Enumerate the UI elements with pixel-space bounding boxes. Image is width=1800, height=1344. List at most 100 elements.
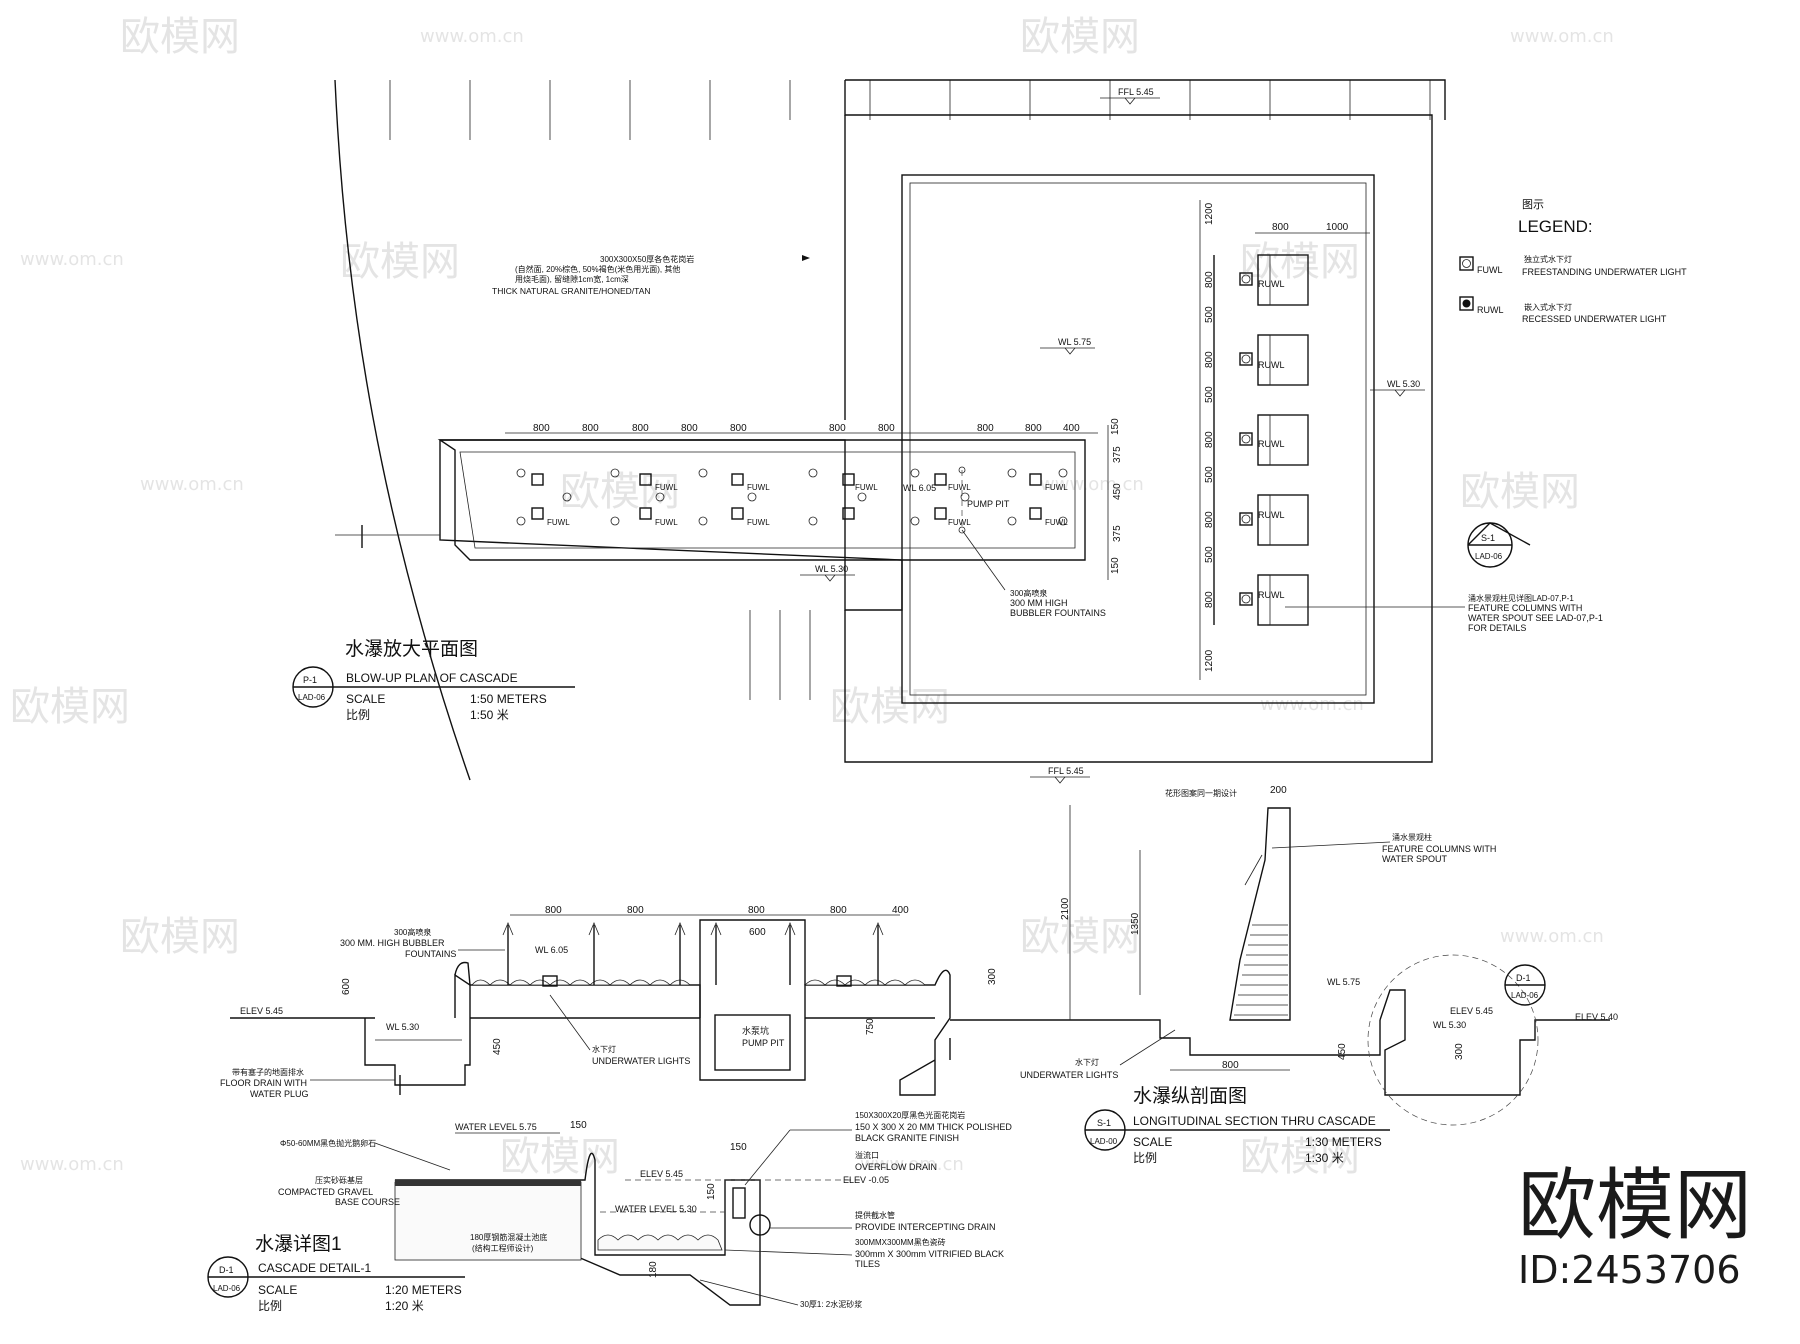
dim-label: 1200 [1204, 649, 1215, 672]
dim-label: 800 [545, 905, 562, 916]
dim-label: 800 [730, 423, 747, 434]
wl-530-right: WL 5.30 [1433, 1020, 1466, 1030]
wl-530-left: WL 5.30 [815, 564, 848, 574]
watermark-url: www.om.cn [1500, 926, 1604, 947]
watermark-brand: 欧模网 [500, 1134, 620, 1180]
plan-dim-vertical: 1200 800 500 800 500 800 500 800 500 800… [1199, 200, 1215, 680]
scale-cn-label: 比例 [258, 1299, 282, 1313]
section-annotations: 300高喷泉 300 MM. HIGH BUBBLER FOUNTAINS WL… [220, 788, 1618, 1099]
wl-530: WL 5.30 [386, 1022, 419, 1032]
dim-label: 150 [570, 1120, 587, 1131]
watermark-url: www.om.cn [860, 1154, 964, 1175]
watermark-brand: 欧模网 [340, 239, 460, 285]
dim-label: 800 [1204, 591, 1215, 608]
ruwl-label: RUWL [1258, 510, 1285, 520]
dim-label: 500 [1204, 546, 1215, 563]
dim-label: 800 [829, 423, 846, 434]
note-text: COMPACTED GRAVEL [278, 1187, 373, 1197]
dim-label: 300 [1454, 1043, 1465, 1060]
elev-545-right: ELEV 5.45 [1450, 1006, 1493, 1016]
plan-drawing: RUWL RUWL RUWL RUWL RUWL FUWL FUWL [292, 79, 1603, 784]
pump-pit-en: PUMP PIT [742, 1038, 785, 1048]
section-dims: 800 800 800 800 400 600 200 2100 1350 60… [341, 785, 1465, 1071]
dim-label: 600 [341, 978, 352, 995]
dim-label: 800 [830, 905, 847, 916]
dim-label: 800 [1204, 431, 1215, 448]
detail-gravel [394, 1181, 582, 1261]
detail-tag-top: D-1 [219, 1265, 234, 1275]
section-left-basin [364, 973, 471, 1086]
scale-cn-value: 1:50 米 [470, 708, 509, 722]
note-text: 300 MM HIGH [1010, 598, 1068, 608]
dim-label: 800 [1272, 222, 1289, 233]
note-text: 30厚1: 2水泥砂浆 [800, 1299, 862, 1309]
dim-label: 500 [1204, 466, 1215, 483]
plan-pump-pit-label: PUMP PIT [967, 499, 1010, 509]
dim-label: 800 [977, 423, 994, 434]
section-right-basin [1379, 989, 1610, 1096]
plan-top-edge [845, 79, 1446, 120]
plan-title-en: BLOW-UP PLAN OF CASCADE [346, 671, 518, 685]
legend-item-fuwl: FUWL 独立式水下灯 FREESTANDING UNDERWATER LIGH… [1459, 254, 1687, 277]
dim-label: 800 [627, 905, 644, 916]
note-text: (自然面, 20%棕色, 50%褐色(米色用光面), 其他 [515, 264, 680, 274]
legend: 图示 LEGEND: FUWL 独立式水下灯 FREESTANDING UNDE… [1459, 198, 1687, 324]
watermark-layer: 欧模网 www.om.cn 欧模网 www.om.cn 欧模网 欧模网 www.… [10, 14, 1614, 1180]
note-text: FOR DETAILS [1468, 623, 1526, 633]
section-marker: S-1 LAD-06 [1467, 522, 1531, 568]
watermark-brand: 欧模网 [120, 914, 240, 960]
ruwl-label: RUWL [1258, 590, 1285, 600]
scale-label: SCALE [346, 692, 385, 706]
note-text: WATER SPOUT SEE LAD-07,P-1 [1468, 613, 1603, 623]
note-text: 300mm X 300mm VITRIFIED BLACK [855, 1249, 1004, 1259]
dim-label: 750 [865, 1018, 876, 1035]
watermark-brand: 欧模网 [560, 469, 680, 515]
dim-label: 800 [748, 905, 765, 916]
fuwl-label: FUWL [547, 518, 570, 527]
section-main-basin [950, 1019, 1381, 1056]
fuwl-label: FUWL [855, 483, 878, 492]
dim-label: 800 [1204, 511, 1215, 528]
note-text: FOUNTAINS [405, 949, 456, 959]
note-text: 300X300X50厚各色花岗岩 [600, 254, 694, 264]
plan-dim-right: 150 375 450 375 150 [1107, 418, 1123, 580]
section-title-block: 水瀑纵剖面图 S-1 LAD-00 LONGITUDINAL SECTION T… [1084, 1085, 1390, 1165]
note-text: BUBBLER FOUNTAINS [1010, 608, 1106, 618]
plan-granite-note: 300X300X50厚各色花岗岩 (自然面, 20%棕色, 50%褐色(米色用光… [492, 254, 810, 296]
dim-label: 150 [730, 1142, 747, 1153]
dim-label: 800 [1222, 1060, 1239, 1071]
brand-logo-text: 欧模网 [1518, 1161, 1752, 1251]
note-text: WATER SPOUT [1382, 854, 1448, 864]
fuwl-label: FUWL [747, 518, 770, 527]
section-tag-top: S-1 [1481, 533, 1495, 543]
note-text: 带有塞子的地面排水 [232, 1067, 304, 1077]
scale-value: 1:30 METERS [1305, 1135, 1382, 1149]
dim-label: 150 [706, 1183, 717, 1200]
dim-label: 1200 [1204, 202, 1215, 225]
wl-530-right: WL 5.30 [1387, 379, 1420, 389]
scale-cn-label: 比例 [346, 708, 370, 722]
elev-540: ELEV 5.40 [1575, 1012, 1618, 1022]
plan-title-cn: 水瀑放大平面图 [345, 638, 478, 660]
note-text: OVERFLOW DRAIN [855, 1162, 937, 1172]
fuwl-label: FUWL [655, 483, 678, 492]
plan-tag-top: P-1 [303, 675, 317, 685]
brand-stamp: 欧模网 ID:2453706 [1518, 1161, 1752, 1292]
legend-code: FUWL [1477, 265, 1503, 275]
water-level-575: WATER LEVEL 5.75 [455, 1122, 537, 1132]
note-text: 水下灯 [1075, 1057, 1099, 1067]
detail-drawing: WATER LEVEL 5.75 WATER LEVEL 5.30 ELEV 5… [207, 1110, 1012, 1313]
plan-ruwl-markers: RUWL RUWL RUWL RUWL RUWL [1239, 272, 1285, 606]
fuwl-label: FUWL [948, 518, 971, 527]
note-text: 涌水景观柱见详图LAD-07,P-1 [1468, 593, 1574, 603]
plan-channel [437, 439, 1086, 561]
section-drawing: D-1 LAD-06 800 800 800 800 400 600 200 2… [220, 785, 1618, 1165]
legend-cn: 独立式水下灯 [1524, 254, 1572, 264]
dim-label: 600 [749, 927, 766, 938]
watermark-url: www.om.cn [1040, 474, 1144, 495]
legend-item-ruwl: RUWL 嵌入式水下灯 RECESSED UNDERWATER LIGHT [1459, 296, 1667, 324]
dim-label: 450 [1337, 1043, 1348, 1060]
wl-575: WL 5.75 [1058, 337, 1091, 347]
note-text: Φ50-60MM黑色抛光鹅卵石 [280, 1138, 376, 1148]
